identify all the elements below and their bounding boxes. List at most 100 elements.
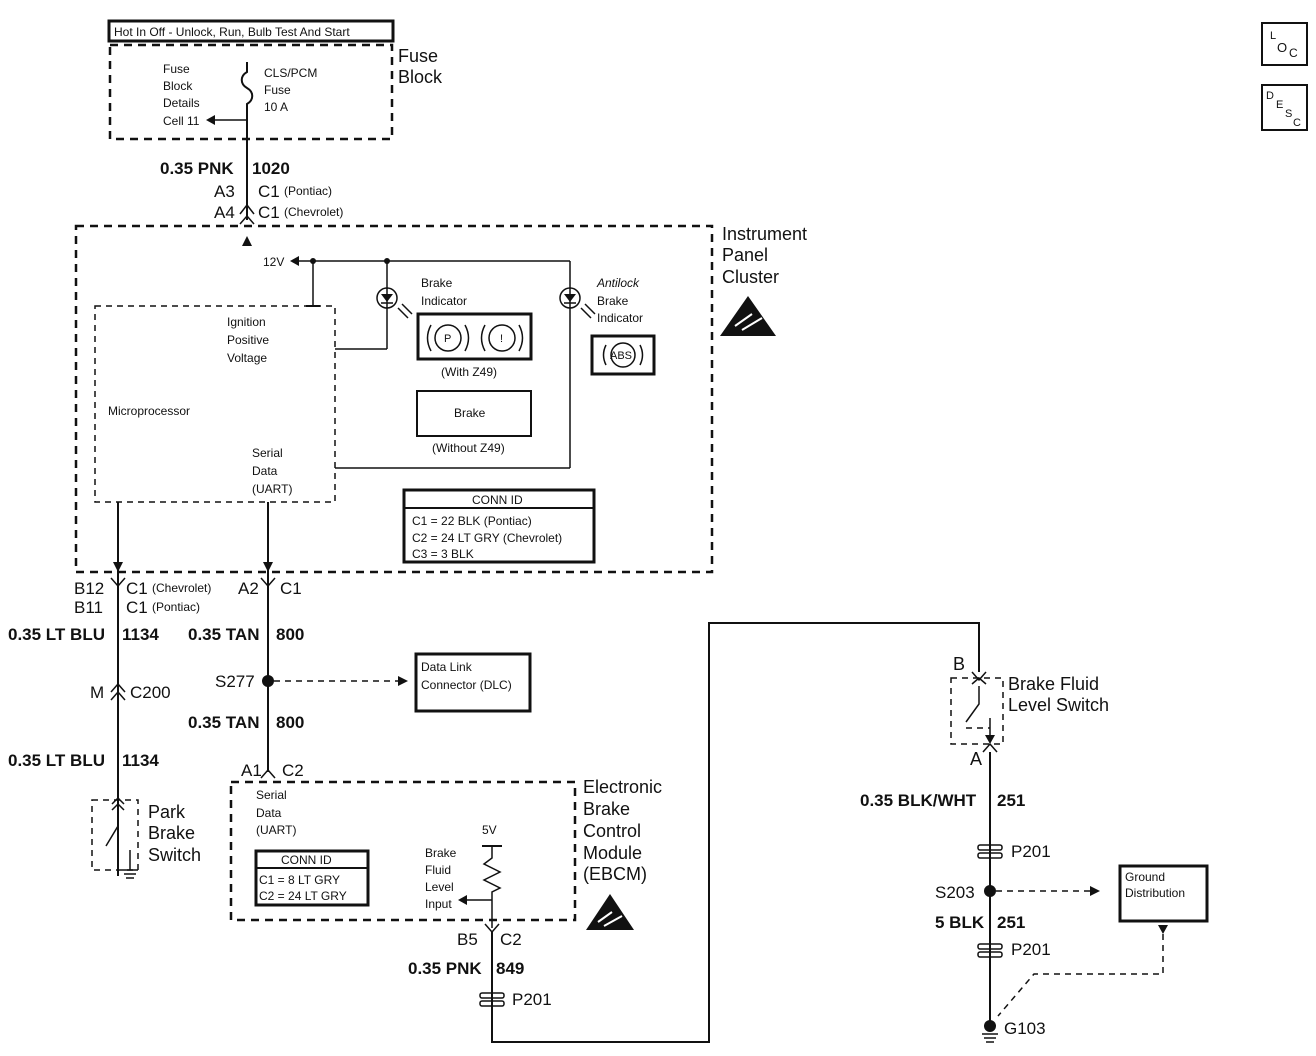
connector-c1-symbol-2	[239, 214, 255, 225]
wire-1020-circuit: 1020	[252, 159, 290, 178]
svg-text:O: O	[1277, 40, 1287, 55]
v12-label: 12V	[263, 255, 284, 269]
without-z49-display	[416, 390, 532, 437]
microprocessor-label: Microprocessor	[108, 404, 190, 418]
c1-a2-symbol	[260, 577, 276, 588]
wire-251-circuit-2: 251	[997, 913, 1025, 932]
wire-1134-circuit-1: 1134	[122, 625, 159, 644]
ground-distribution-box	[1118, 864, 1209, 923]
serial-1: Serial	[252, 446, 283, 460]
ipc-input-arrow	[242, 236, 252, 246]
ground-return-link	[997, 934, 1164, 1017]
c200-connector	[110, 682, 126, 701]
ebcm-serial-1: Serial	[256, 788, 287, 802]
dlc-box	[414, 652, 532, 713]
wire-1134-circuit-2: 1134	[122, 751, 159, 770]
p201-connector-849	[479, 992, 505, 1007]
wire-1134-gauge-2: 0.35 LT BLU	[8, 751, 105, 770]
wire-251-circuit-1: 251	[997, 791, 1025, 810]
ground-dist-arrow	[1090, 886, 1100, 896]
wire-1134-arrow	[113, 562, 123, 572]
fluid-switch-contact	[965, 686, 980, 723]
fluid-switch-1: Brake Fluid	[1008, 674, 1099, 694]
conn-c1-b11: C1	[126, 598, 148, 617]
wire-1020-gauge: 0.35 PNK	[160, 159, 234, 178]
svg-text:E: E	[1276, 99, 1283, 111]
pin-a1: A1	[241, 761, 262, 780]
pin-b5: B5	[457, 930, 478, 949]
fuse-symbol	[240, 62, 254, 220]
dlc-2: Connector (DLC)	[421, 678, 512, 692]
brake-led-node	[384, 258, 390, 264]
ipc-conn-row-1: C1 = 22 BLK (Pontiac)	[412, 514, 532, 528]
fluid-switch-box	[950, 677, 1004, 745]
conn-c1-a4: C1	[258, 203, 280, 222]
fuse-details-4: Cell 11	[163, 114, 200, 128]
pin-a4: A4	[214, 203, 235, 222]
antilock-2: Brake	[597, 294, 629, 308]
fluid-input-4: Input	[425, 897, 452, 911]
c2-a1-symbol	[260, 768, 276, 779]
fluid-input-1: Brake	[425, 846, 457, 860]
wire-1134-gauge-1: 0.35 LT BLU	[8, 625, 105, 644]
desc-icon[interactable]: D E S C	[1261, 84, 1308, 131]
wire-800-arrow	[263, 562, 273, 572]
fuse-label-3: 10 A	[264, 100, 288, 114]
wire-849-gauge: 0.35 PNK	[408, 959, 482, 978]
conn-c1-a2: C1	[280, 579, 302, 598]
ebcm-esd-icon	[586, 894, 634, 930]
ebcm-title-3: Control	[583, 821, 641, 841]
park-switch-connector	[111, 796, 125, 811]
ipc-title-2: Panel	[722, 245, 768, 265]
connector-c1-symbol	[239, 203, 255, 215]
ipc-title-1: Instrument	[722, 224, 807, 244]
wire-251-gauge-1: 0.35 BLK/WHT	[860, 791, 977, 810]
ebcm-boundary	[229, 780, 577, 922]
switch-pin-a-symbol	[982, 742, 998, 753]
ignition-3: Voltage	[227, 351, 267, 365]
fuse-details-1: Fuse	[163, 62, 190, 76]
park-switch-ground-icon	[122, 869, 138, 879]
park-switch-1: Park	[148, 802, 186, 822]
conn-note-b12: (Chevrolet)	[152, 581, 211, 595]
pin-b11: B11	[74, 598, 103, 617]
without-z49-label: (Without Z49)	[432, 441, 505, 455]
wire-800-circuit-1: 800	[276, 625, 304, 644]
v12-arrow	[290, 256, 299, 266]
fuse-label-1: CLS/PCM	[264, 66, 317, 80]
fuse-details-arrow	[206, 115, 215, 125]
fuse-details-3: Details	[163, 96, 200, 110]
loc-icon[interactable]: L O C	[1261, 22, 1308, 66]
ebcm-title-4: Module	[583, 843, 642, 863]
c1-chev-symbol	[110, 577, 126, 588]
conn-c1-b12: C1	[126, 579, 148, 598]
ignition-2: Positive	[227, 333, 269, 347]
conn-c1-a3: C1	[258, 182, 280, 201]
ebcm-conn-row-2: C2 = 24 LT GRY	[259, 889, 347, 903]
s277-label: S277	[215, 672, 255, 691]
ebcm-title-2: Brake	[583, 799, 630, 819]
brake-indicator-2: Indicator	[421, 294, 467, 308]
s203-label: S203	[935, 883, 975, 902]
with-z49-display	[416, 312, 533, 361]
park-switch-contact	[105, 812, 119, 847]
svg-text:P: P	[444, 333, 451, 345]
pin-b-switch: B	[953, 654, 965, 674]
antilock-1: Antilock	[596, 276, 640, 290]
svg-text:S: S	[1285, 108, 1292, 120]
hot-in-label: Hot In Off - Unlock, Run, Bulb Test And …	[114, 25, 350, 39]
switch-connector-top	[971, 677, 987, 685]
ebcm-serial-3: (UART)	[256, 823, 296, 837]
abs-led-icon	[559, 287, 596, 319]
p201-label-849: P201	[512, 990, 552, 1009]
ipc-conn-row-2: C2 = 24 LT GRY (Chevrolet)	[412, 531, 562, 545]
wire-800-gauge-1: 0.35 TAN	[188, 625, 260, 644]
dlc-arrow	[398, 676, 408, 686]
ebcm-conn-id-table	[254, 849, 370, 907]
g103-label: G103	[1004, 1019, 1046, 1038]
ebcm-title-1: Electronic	[583, 777, 662, 797]
brake-display-label: Brake	[454, 406, 486, 420]
ipc-conn-row-3: C3 = 3 BLK	[412, 547, 474, 561]
fuse-block-title-1: Fuse	[398, 46, 438, 66]
